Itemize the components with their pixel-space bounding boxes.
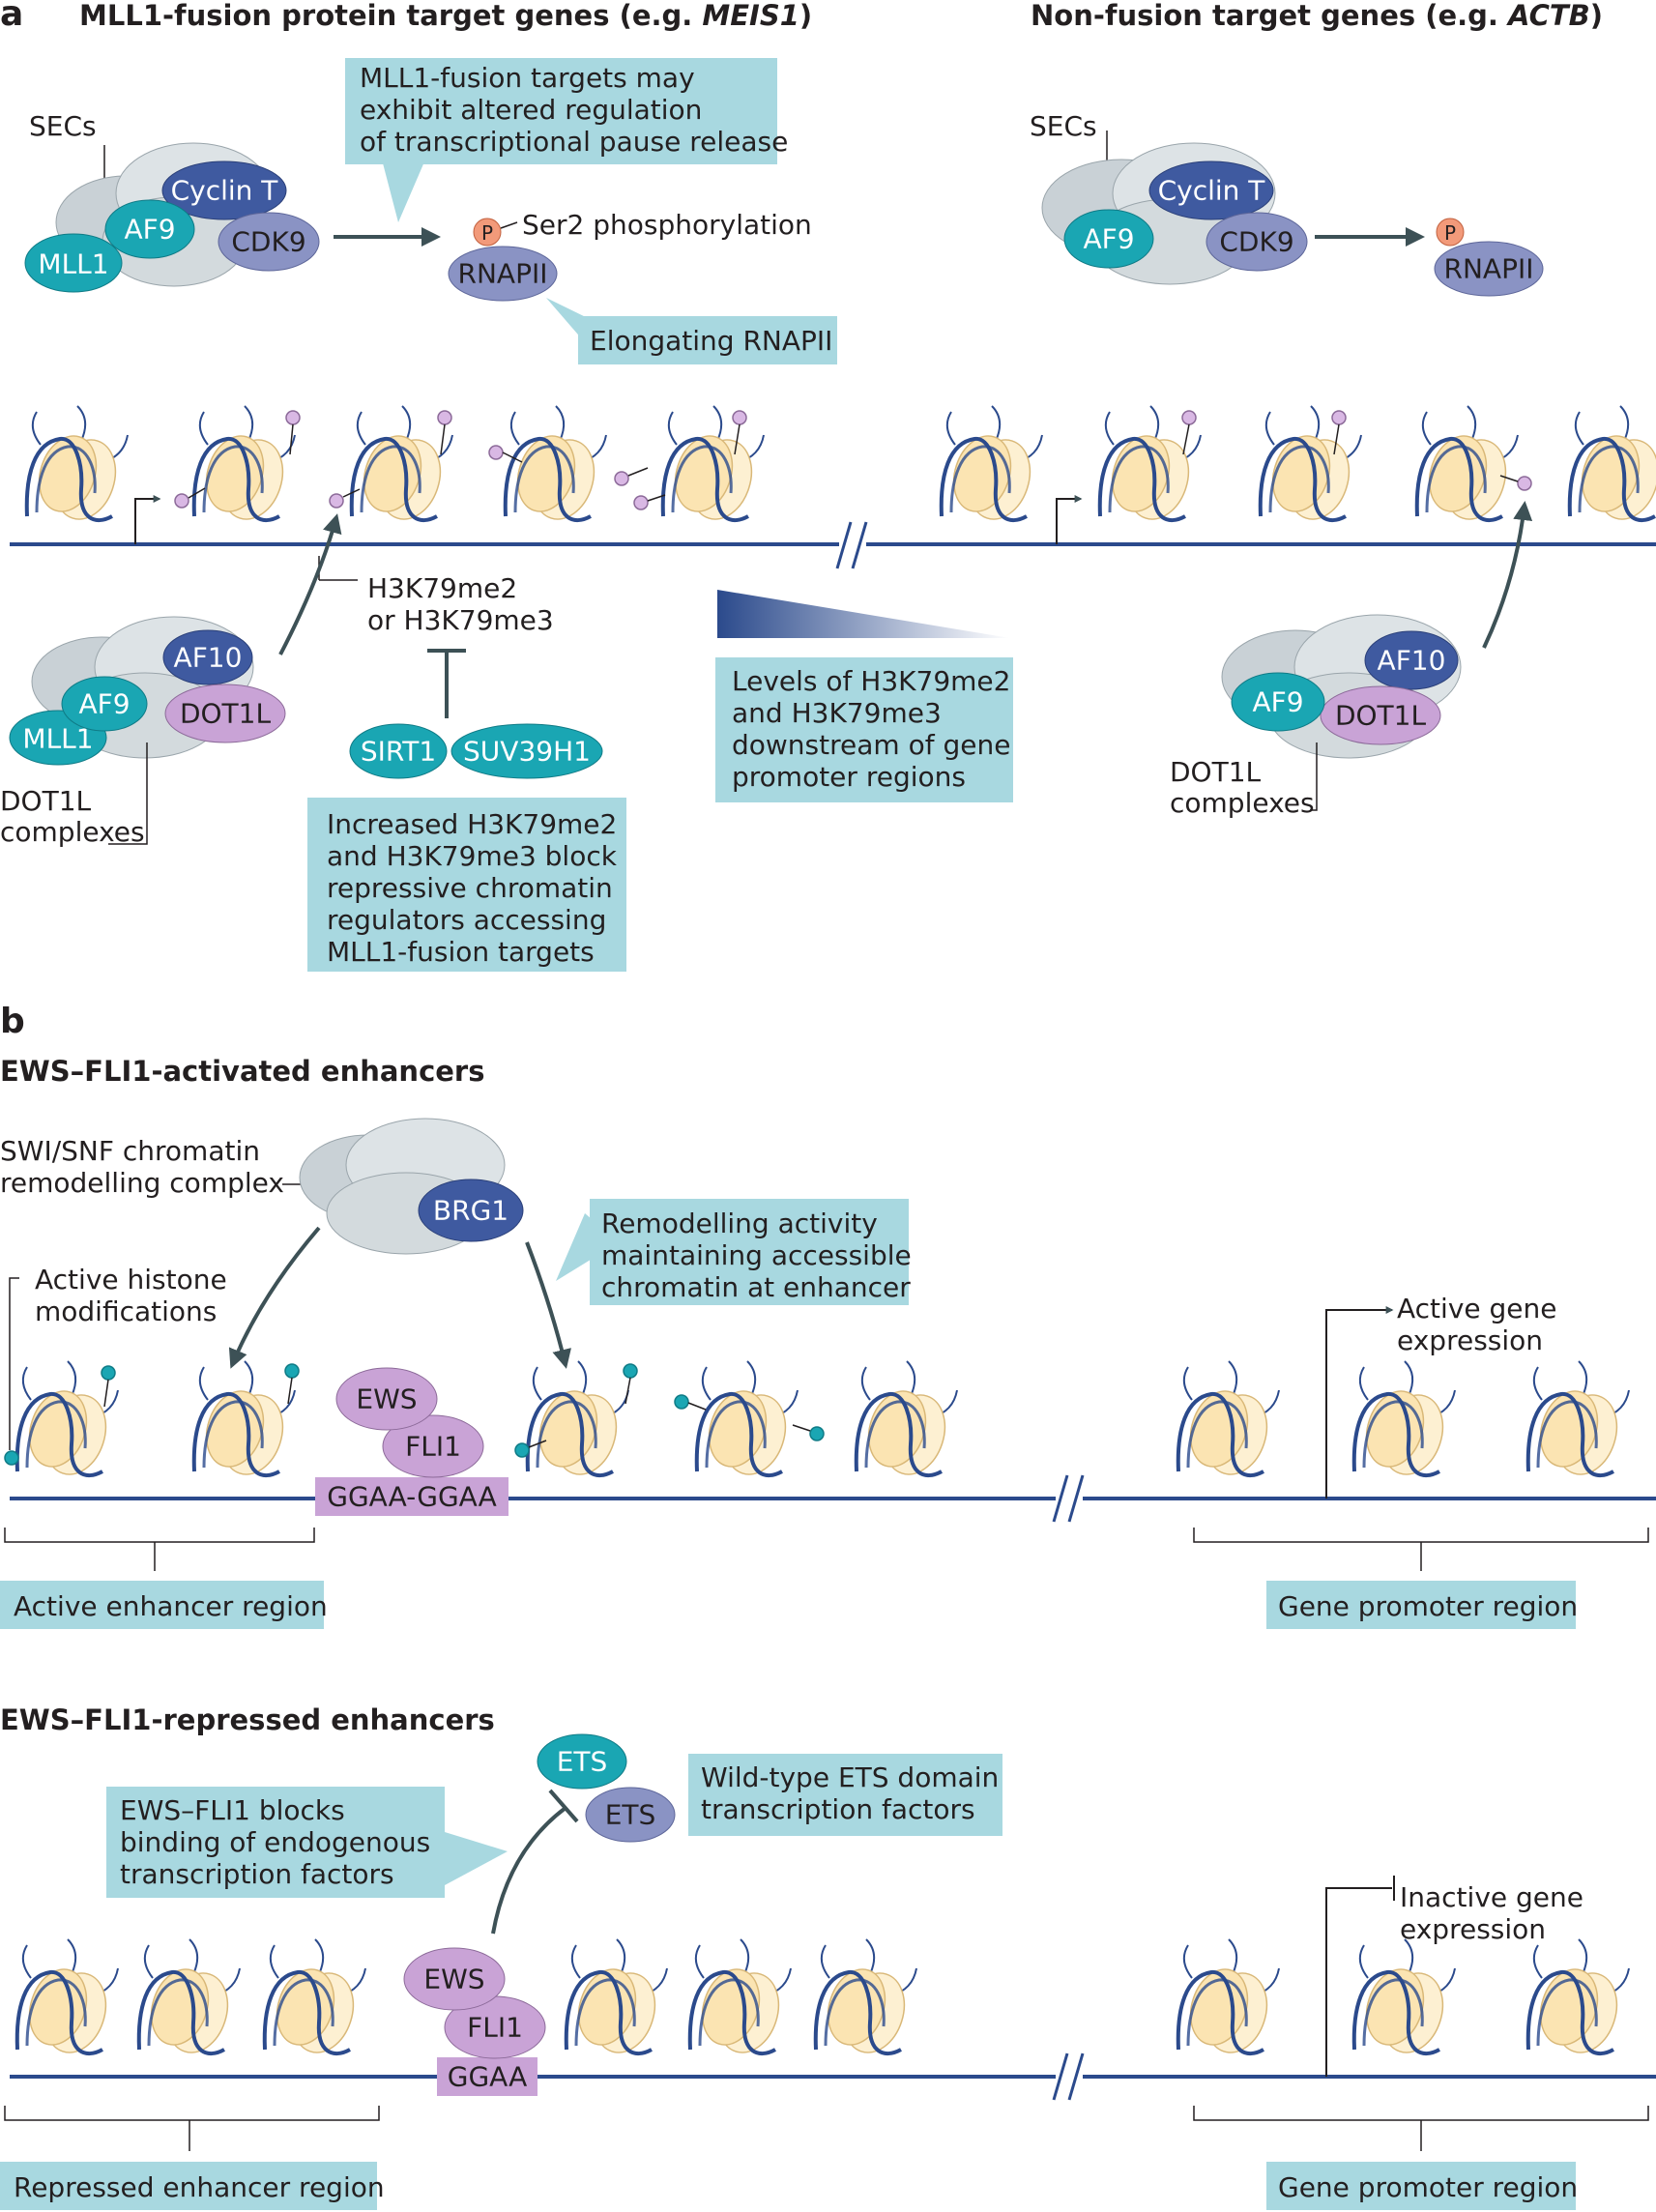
af9-node bbox=[104, 199, 195, 259]
arrow-swisnf-left bbox=[228, 1226, 321, 1369]
cdk9-node bbox=[218, 212, 320, 272]
fusion-heading: MLL1-fusion protein target genes (e.g. M… bbox=[79, 0, 812, 32]
fli1-label-2: FLI1 bbox=[467, 2012, 523, 2044]
activated-heading: EWS–FLI1-activated enhancers bbox=[0, 1055, 485, 1088]
dot1l-complexes-label: DOT1L bbox=[0, 785, 92, 817]
suv39h1-label: SUV39H1 bbox=[463, 736, 591, 768]
ews-label-2: EWS bbox=[423, 1964, 484, 1995]
gene-promoter-region-box: Gene promoter region bbox=[1266, 1581, 1578, 1629]
ews-fli1-activated: GGAA-GGAA FLI1 EWS bbox=[315, 1367, 508, 1516]
cyclin-t-label-right: Cyclin T bbox=[1158, 175, 1266, 207]
svg-text:Gene promoter region: Gene promoter region bbox=[1278, 1590, 1578, 1622]
af9-label: AF9 bbox=[124, 214, 175, 246]
svg-text:Active enhancer region: Active enhancer region bbox=[14, 1590, 328, 1622]
ets-label-2: ETS bbox=[605, 1799, 656, 1831]
callout-elongating: Elongating RNAPII bbox=[546, 298, 837, 364]
cyclin-t-label: Cyclin T bbox=[171, 175, 279, 207]
ser2-label: Ser2 phosphorylation bbox=[522, 209, 812, 241]
mll1-label: MLL1 bbox=[38, 248, 108, 280]
secs-label: SECs bbox=[29, 110, 97, 142]
af10-label: AF10 bbox=[174, 642, 243, 674]
arrow-swisnf-right bbox=[525, 1241, 571, 1369]
ets-label-1: ETS bbox=[557, 1746, 608, 1778]
af9-label-right: AF9 bbox=[1083, 223, 1134, 255]
swisnf-complex: BRG1 bbox=[299, 1118, 524, 1255]
dna-strand-a bbox=[10, 404, 1656, 569]
rnapii-label-right: RNAPII bbox=[1444, 253, 1534, 285]
arrow-dot1l-to-nucleosome bbox=[278, 513, 342, 655]
h3k79-gradient-wedge bbox=[717, 590, 1010, 638]
sec-complex-nonfusion: SECs Cyclin T CDK9 AF9 bbox=[1030, 110, 1308, 285]
brg1-label: BRG1 bbox=[433, 1195, 508, 1227]
dna-strand-activated bbox=[4, 1359, 1656, 1523]
arrow-dot1l-right bbox=[1482, 501, 1533, 649]
secs-label-right: SECs bbox=[1030, 110, 1097, 142]
nonfusion-heading: Non-fusion target genes (e.g. ACTB) bbox=[1031, 0, 1603, 32]
svg-text:Gene promoter region: Gene promoter region bbox=[1278, 2171, 1578, 2203]
active-enhancer-region-box: Active enhancer region bbox=[0, 1581, 328, 1629]
inactive-tss-line bbox=[1325, 1887, 1392, 2077]
rnapii-fusion: RNAPII P Ser2 phosphorylation bbox=[448, 209, 812, 302]
ews-label: EWS bbox=[356, 1383, 417, 1415]
rnapii-label: RNAPII bbox=[458, 258, 548, 290]
sec-complex-fusion: SECs Cyclin T CDK9 MLL1 AF9 bbox=[24, 110, 320, 293]
rnapii-nonfusion: RNAPII P bbox=[1434, 218, 1544, 297]
panel-b-letter: b bbox=[0, 1002, 25, 1041]
af9-label-2: AF9 bbox=[78, 688, 130, 720]
svg-text:Repressed enhancer region: Repressed enhancer region bbox=[14, 2171, 385, 2203]
active-tss-arrow bbox=[1325, 1306, 1394, 1499]
af9-label-right-2: AF9 bbox=[1252, 686, 1303, 718]
dot1l-label-right: DOT1L bbox=[1335, 700, 1427, 732]
repressed-heading: EWS–FLI1-repressed enhancers bbox=[0, 1703, 495, 1736]
panel-a-letter: a bbox=[0, 0, 23, 34]
cyclin-t-node bbox=[161, 160, 287, 220]
repressed-enhancer-region-box: Repressed enhancer region bbox=[0, 2162, 385, 2210]
fli1-label: FLI1 bbox=[405, 1431, 461, 1463]
inhibition-arc bbox=[491, 1806, 567, 1935]
repressors: SIRT1 SUV39H1 bbox=[349, 723, 603, 779]
af10-label-right: AF10 bbox=[1378, 645, 1446, 677]
mll1-node bbox=[24, 233, 123, 293]
sirt1-label: SIRT1 bbox=[361, 736, 436, 768]
dot1l-label: DOT1L bbox=[180, 698, 272, 730]
ggaa-repeat-label: GGAA-GGAA bbox=[327, 1481, 496, 1513]
cdk9-label-right: CDK9 bbox=[1219, 226, 1293, 258]
cdk9-label: CDK9 bbox=[231, 226, 305, 258]
ews-fli1-repressed: GGAA FLI1 EWS bbox=[403, 1947, 546, 2096]
p-label-right: P bbox=[1444, 221, 1456, 245]
p-label: P bbox=[481, 221, 493, 245]
svg-text:Elongating RNAPII: Elongating RNAPII bbox=[590, 325, 832, 357]
ggaa-ggaa-box bbox=[315, 1477, 508, 1516]
mll1-label-2: MLL1 bbox=[22, 723, 93, 755]
dot1l-complexes-label-right: DOT1L bbox=[1170, 756, 1262, 788]
ggaa-box bbox=[437, 2057, 537, 2096]
ets-factors: ETS ETS bbox=[537, 1733, 676, 1843]
gene-promoter-region-box-2: Gene promoter region bbox=[1266, 2162, 1578, 2210]
dna-strand-repressed bbox=[10, 1937, 1656, 2101]
ggaa-label: GGAA bbox=[448, 2061, 527, 2093]
